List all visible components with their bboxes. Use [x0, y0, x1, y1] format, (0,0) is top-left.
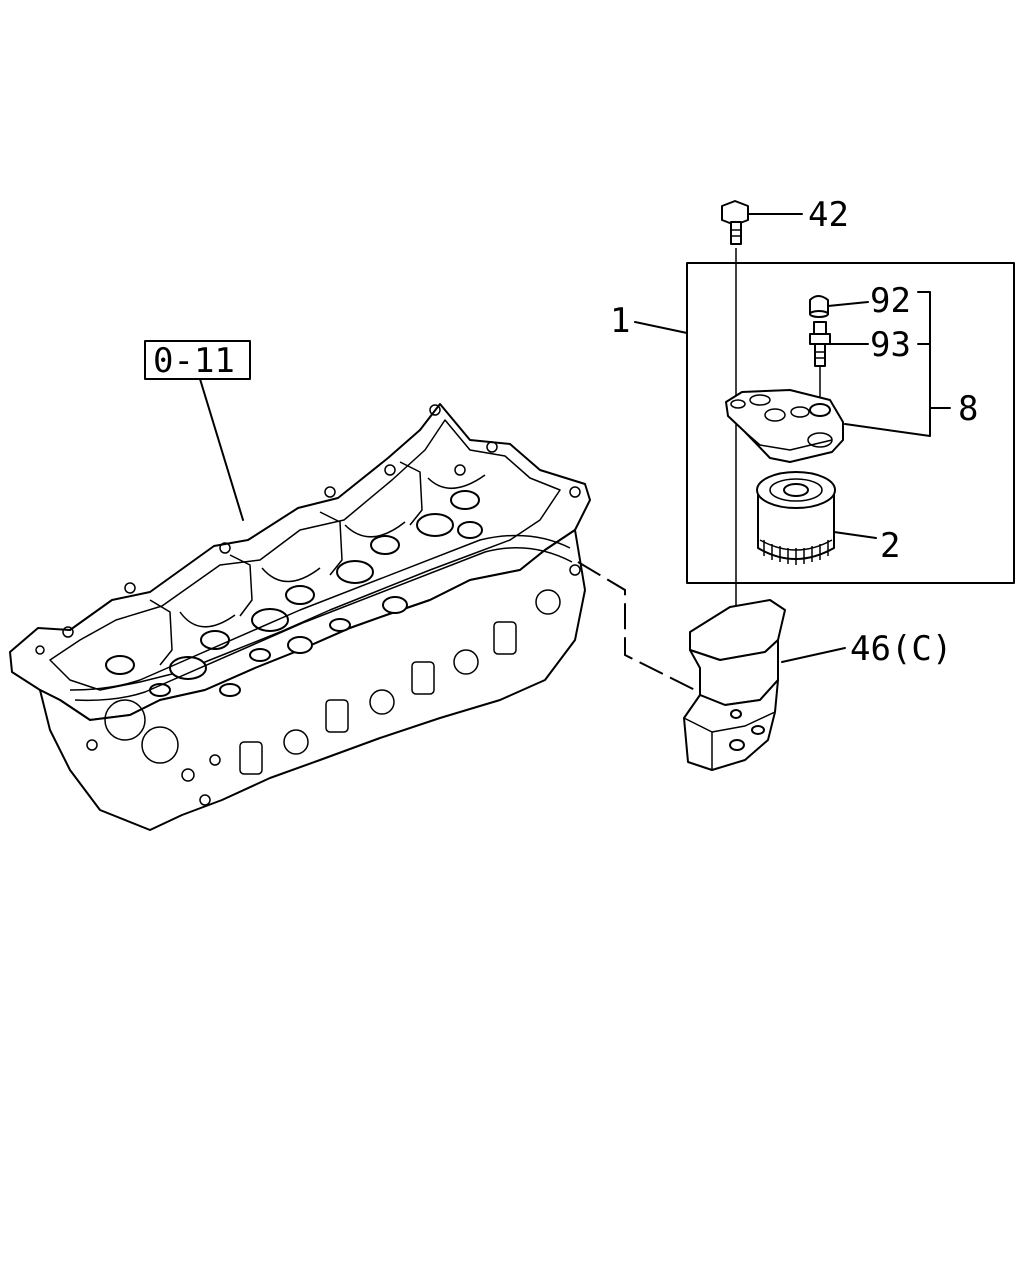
bolt-42	[721, 200, 749, 245]
callout-46c: 46(C)	[850, 629, 952, 669]
ref-leader	[199, 378, 244, 521]
bleed-screw-93	[809, 321, 831, 405]
valve-seats	[105, 490, 483, 697]
leader-1	[634, 321, 688, 334]
filter-ribs	[763, 540, 829, 565]
ref-box-label: 0-11	[153, 341, 235, 381]
cylinder-head	[9, 403, 591, 831]
leader-2	[833, 531, 877, 539]
head-bolt-holes	[35, 404, 581, 655]
filter-head-8	[725, 389, 844, 463]
bracket-8	[844, 291, 931, 437]
callouts: 42 1 92 93 8 2 46(C)	[610, 195, 978, 669]
bracket-46c	[683, 599, 786, 771]
filter-element-2	[756, 471, 836, 565]
reference-box: 0-11	[144, 340, 251, 521]
filter-assembly-frame	[686, 262, 1015, 584]
leader-92	[827, 301, 869, 307]
side-ports	[86, 564, 581, 806]
callout-92: 92	[870, 281, 911, 321]
cap-92	[809, 295, 829, 318]
callout-1: 1	[610, 301, 630, 341]
callout-2: 2	[880, 526, 900, 566]
mount-dashed-line	[577, 561, 696, 691]
callout-8: 8	[958, 389, 978, 429]
leader-46c	[781, 647, 846, 663]
callout-42: 42	[808, 195, 849, 235]
callout-93: 93	[870, 325, 911, 365]
